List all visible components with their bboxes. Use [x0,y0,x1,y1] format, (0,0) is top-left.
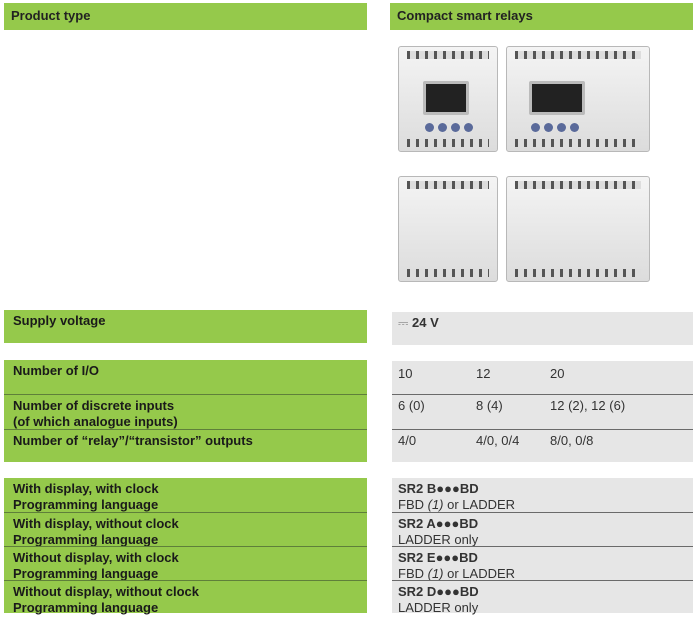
relay-image-no-display-20io [506,176,650,282]
supply-voltage-value: ⎓ 24 V [392,312,693,345]
outputs-label: Number of “relay”/“transistor” outputs [4,429,367,462]
relay-image-no-display-10io [398,176,498,282]
product-type-header: Product type [4,3,367,30]
io-count-label: Number of I/O [4,360,367,394]
discrete-inputs-label: Number of discrete inputs(of which analo… [4,394,367,429]
supply-voltage-label: Supply voltage [4,310,367,343]
compact-smart-relays-header: Compact smart relays [390,3,693,30]
dc-symbol-icon: ⎓ [398,315,409,330]
relay-image-display-20io [506,46,650,152]
relay-image-display-10io [398,46,498,152]
discrete-inputs-row: 6 (0)8 (4)12 (2), 12 (6) [392,394,693,429]
